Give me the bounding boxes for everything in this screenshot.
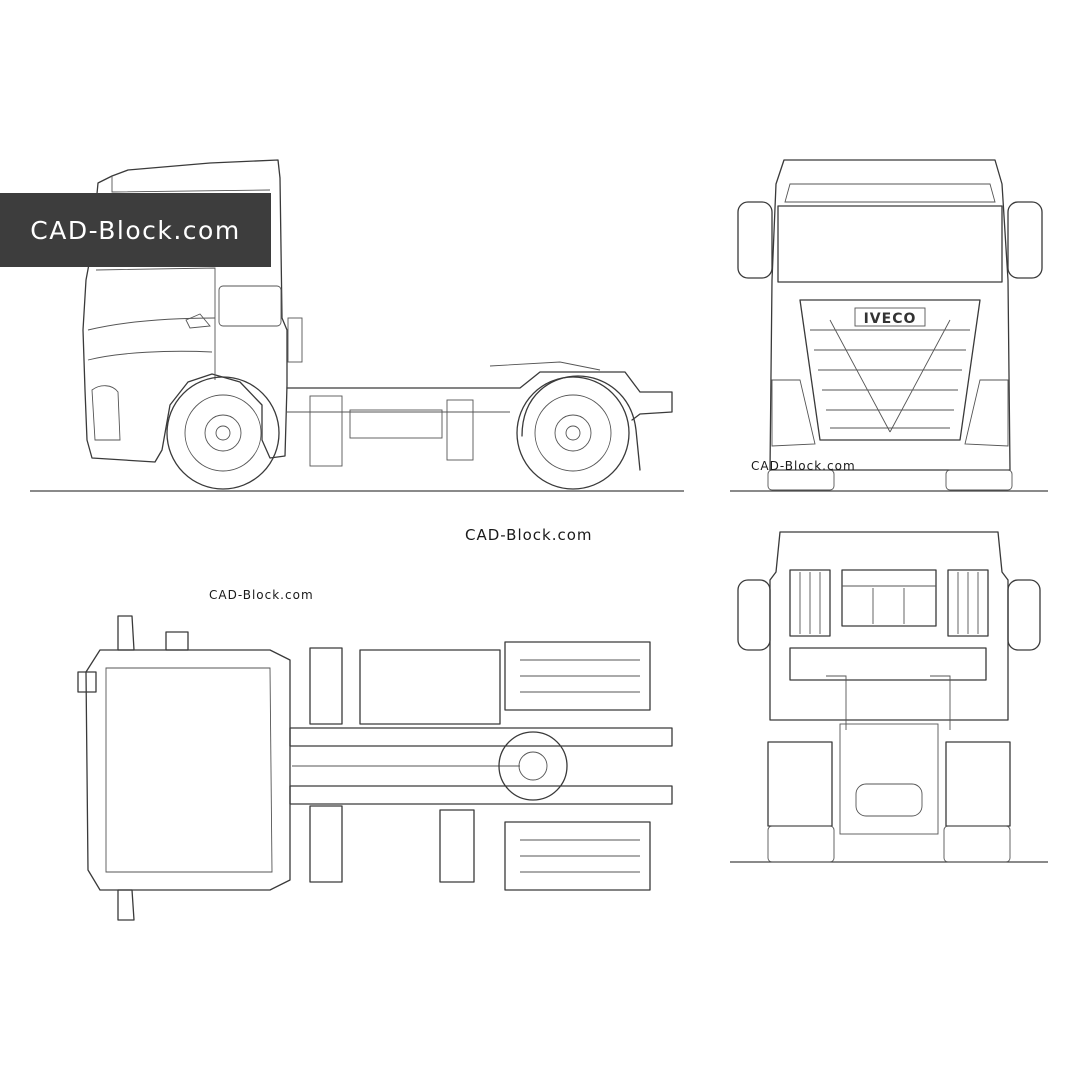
- side-tank: [446, 399, 474, 461]
- side-window: [218, 285, 282, 327]
- side-battery: [349, 409, 443, 439]
- top-view: [77, 615, 673, 921]
- rear-mudflap-hangers: [826, 675, 951, 730]
- windshield: [777, 205, 1003, 283]
- front-wheel: [166, 376, 280, 490]
- front-tyres-left: [767, 469, 835, 491]
- top-mirror-right: [117, 889, 135, 921]
- top-mirror-left: [117, 615, 135, 651]
- rear-fender: [521, 375, 641, 471]
- differential: [855, 783, 923, 817]
- rear-wheel-right: [943, 825, 1011, 863]
- rear-panel: [789, 647, 987, 681]
- cab-outline: [82, 159, 288, 463]
- top-cab-outline: [85, 649, 291, 891]
- door-line: [95, 267, 216, 380]
- rear-tyres-left: [767, 741, 833, 827]
- top-light-left: [77, 671, 97, 693]
- rear-louver-left: [789, 569, 831, 637]
- top-side-box-upper: [309, 647, 343, 725]
- chassis-rail: [286, 371, 673, 421]
- top-side-box-lower: [309, 805, 343, 883]
- rear-wheels-upper: [504, 641, 651, 711]
- front-cab-outline: [769, 159, 1011, 471]
- watermark-banner-text: CAD-Block.com: [30, 215, 241, 245]
- headlight-right: [964, 379, 1009, 447]
- watermark-top-view: CAD-Block.com: [209, 588, 314, 602]
- frame-rail-upper: [289, 727, 673, 747]
- top-vent: [165, 631, 189, 651]
- front-tyres-right: [945, 469, 1013, 491]
- front-step: [91, 385, 121, 441]
- sun-visor: [784, 183, 996, 203]
- rear-tyres-right: [945, 741, 1011, 827]
- watermark-banner: CAD-Block.com: [0, 193, 271, 267]
- rear-louver-right: [947, 569, 989, 637]
- rear-wheel: [516, 376, 630, 490]
- headlight-left: [771, 379, 816, 447]
- cab-crease-lower: [87, 350, 213, 361]
- watermark-front-view: CAD-Block.com: [751, 459, 856, 473]
- brand-badge: IVECO: [864, 311, 917, 327]
- top-roof: [105, 667, 273, 873]
- rear-hub-cap: [565, 425, 581, 441]
- grille-frame: [799, 299, 981, 441]
- rear-window-panes: [842, 585, 936, 624]
- frame-rail-lower: [289, 785, 673, 805]
- side-steps: [309, 395, 343, 467]
- mirror-right: [1007, 201, 1043, 279]
- rear-mirror-right: [1007, 579, 1041, 651]
- side-handle: [185, 313, 211, 329]
- kingpin-slot: [518, 751, 548, 781]
- rear-axle-assembly: [839, 723, 939, 835]
- mirror-arm: [287, 317, 303, 363]
- watermark-center: CAD-Block.com: [465, 526, 593, 544]
- rear-rim: [534, 394, 612, 472]
- fifth-wheel: [489, 361, 601, 371]
- front-hub: [204, 414, 242, 452]
- rear-mirror-left: [737, 579, 771, 651]
- front-rim: [184, 394, 262, 472]
- grille-chevron: [829, 319, 951, 433]
- tread-lines: [520, 659, 640, 873]
- rear-hub: [554, 414, 592, 452]
- roof-spoiler: [111, 176, 271, 193]
- rear-window: [841, 569, 937, 627]
- rear-wheel-left: [767, 825, 835, 863]
- fifth-wheel-plate: [498, 731, 568, 801]
- top-battery-box: [439, 809, 475, 883]
- badge-plate: [854, 307, 926, 327]
- cab-crease: [87, 317, 216, 331]
- front-view: IVECO: [730, 159, 1048, 492]
- front-hub-cap: [215, 425, 231, 441]
- rear-cab-outline: [769, 531, 1009, 721]
- rear-view: [730, 531, 1048, 863]
- rear-wheels-lower: [504, 821, 651, 891]
- grille-slats: [810, 329, 970, 429]
- louver-slats: [799, 572, 979, 634]
- air-tanks: [359, 649, 501, 725]
- mirror-left: [737, 201, 773, 279]
- side-view: [30, 159, 684, 492]
